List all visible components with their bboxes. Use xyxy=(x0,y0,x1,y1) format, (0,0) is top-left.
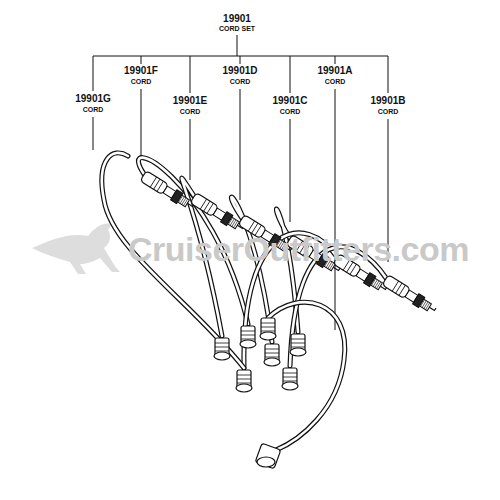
part-number: 19901E xyxy=(173,96,207,106)
ignition-wires xyxy=(102,153,386,450)
part-number: 19901G xyxy=(75,94,111,104)
distributor-terminals xyxy=(214,318,306,469)
part-number: 19901A xyxy=(317,66,352,76)
part-name: CORD xyxy=(280,108,301,115)
part-name: CORD xyxy=(230,78,251,85)
part-number: 19901B xyxy=(370,96,405,106)
part-number: 19901D xyxy=(222,66,257,76)
part-name: CORD xyxy=(180,108,201,115)
part-name: CORD SET xyxy=(219,25,255,32)
part-name: CORD xyxy=(83,106,104,113)
part-name: CORD xyxy=(325,78,346,85)
watermark: CruiserOutfitters.com xyxy=(128,232,469,266)
leader-lines xyxy=(93,35,388,330)
part-name: CORD xyxy=(131,78,152,85)
watermark-kangaroo xyxy=(32,224,120,275)
part-name: CORD xyxy=(378,108,399,115)
part-number: 19901F xyxy=(124,66,158,76)
part-number: 19901C xyxy=(272,96,307,106)
part-number: 19901 xyxy=(223,14,251,24)
